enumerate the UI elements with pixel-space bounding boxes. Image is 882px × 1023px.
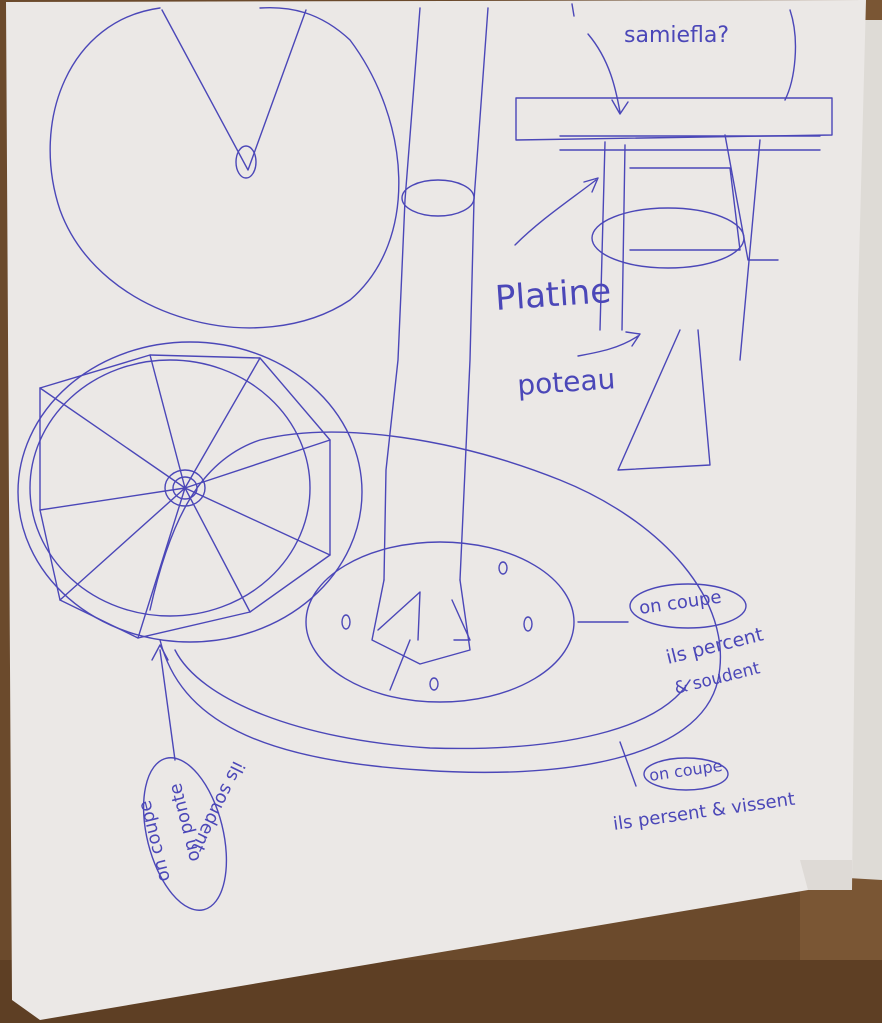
poteau-label: poteau	[516, 362, 616, 402]
paper-sheet	[6, 0, 866, 1020]
platine-label: Platine	[494, 271, 613, 319]
paper-shadow	[800, 860, 852, 890]
top-note-label: samiefla?	[624, 23, 729, 48]
